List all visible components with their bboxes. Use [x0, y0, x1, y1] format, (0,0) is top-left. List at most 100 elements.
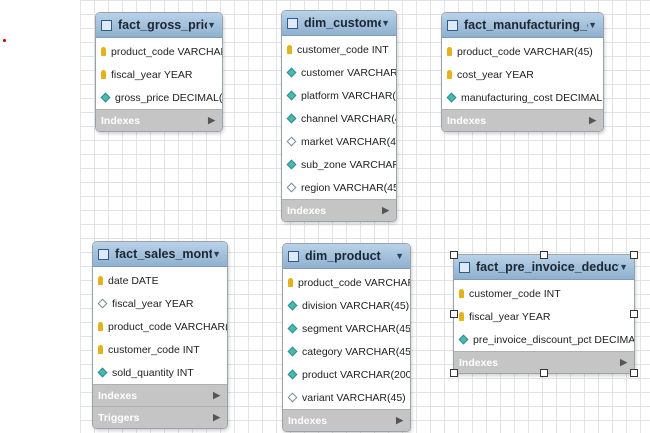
- column-label: market VARCHAR(45): [301, 135, 397, 148]
- column-row[interactable]: category VARCHAR(45): [283, 340, 410, 363]
- column-row[interactable]: market VARCHAR(45): [282, 130, 396, 153]
- column-row[interactable]: channel VARCHAR(45): [282, 107, 396, 130]
- collapse-arrow-icon[interactable]: ▼: [619, 262, 628, 272]
- table-header[interactable]: dim_customer▼: [282, 11, 396, 36]
- table-title: fact_gross_price: [118, 18, 207, 32]
- expand-arrow-icon[interactable]: ▶: [589, 115, 596, 125]
- column-label: manufacturing_cost DECIMAL(15,4): [461, 91, 603, 104]
- column-row[interactable]: sold_quantity INT: [93, 361, 227, 384]
- column-row[interactable]: division VARCHAR(45): [283, 294, 410, 317]
- column-row[interactable]: product_code VARCHAR(45): [442, 40, 603, 63]
- column-label: product_code VARCHAR(45): [298, 276, 410, 289]
- table-header[interactable]: fact_pre_invoice_deductions▼: [454, 255, 634, 280]
- table-title: dim_customer: [304, 16, 382, 30]
- column-label: segment VARCHAR(45): [302, 322, 411, 335]
- column-row[interactable]: cost_year YEAR: [442, 63, 603, 86]
- table-fact-sales-monthly[interactable]: fact_sales_monthly▼date DATEfiscal_year …: [92, 241, 228, 429]
- column-row[interactable]: fiscal_year YEAR: [96, 63, 222, 86]
- table-fact-gross-price[interactable]: fact_gross_price▼product_code VARCHAR(45…: [95, 12, 223, 132]
- primary-key-icon: [98, 276, 103, 285]
- table-dim-product[interactable]: dim_product▼ product_code VARCHAR(45) divi…: [282, 243, 411, 432]
- primary-key-icon: [98, 322, 103, 331]
- section-indexes[interactable]: Indexes▶: [93, 384, 227, 406]
- expand-arrow-icon[interactable]: ▶: [213, 390, 220, 400]
- not-null-column-icon: [286, 113, 297, 124]
- section-triggers[interactable]: Triggers▶: [93, 406, 227, 428]
- not-null-column-icon: [287, 346, 298, 357]
- section-indexes[interactable]: Indexes ▶: [282, 199, 396, 221]
- column-row[interactable]: customer_code INT: [93, 338, 227, 361]
- collapse-arrow-icon[interactable]: ▼: [381, 18, 390, 28]
- column-label: customer_code INT: [469, 287, 561, 300]
- nullable-column-icon: [287, 392, 298, 403]
- table-icon: [98, 248, 109, 260]
- column-label: fiscal_year YEAR: [111, 68, 193, 81]
- column-row[interactable]: customer_code INT: [282, 38, 396, 61]
- table-header[interactable]: fact_gross_price▼: [96, 13, 222, 38]
- table-title: fact_sales_monthly: [115, 247, 213, 261]
- section-indexes[interactable]: Indexes ▶: [283, 409, 410, 431]
- column-row[interactable]: pre_invoice_discount_pct DECIMAL(5,4): [454, 328, 634, 351]
- not-null-column-icon: [446, 92, 457, 103]
- column-row[interactable]: customer VARCHAR(150): [282, 61, 396, 84]
- resize-handle[interactable]: [540, 369, 548, 377]
- resize-handle[interactable]: [630, 251, 638, 259]
- resize-handle[interactable]: [630, 310, 638, 318]
- column-row[interactable]: customer_code INT: [454, 282, 634, 305]
- column-label: date DATE: [108, 274, 159, 287]
- collapse-arrow-icon[interactable]: ▼: [588, 20, 597, 30]
- column-row[interactable]: segment VARCHAR(45): [283, 317, 410, 340]
- column-row[interactable]: date DATE: [93, 269, 227, 292]
- expand-arrow-icon[interactable]: ▶: [208, 115, 215, 125]
- column-row[interactable]: variant VARCHAR(45): [283, 386, 410, 409]
- collapse-arrow-icon[interactable]: ▼: [395, 251, 404, 261]
- column-list: product_code VARCHAR(45) cost_year YEAR ma…: [442, 38, 603, 109]
- column-label: sub_zone VARCHAR(45): [301, 158, 396, 171]
- primary-key-icon: [101, 47, 106, 56]
- primary-key-icon: [287, 45, 292, 54]
- expand-arrow-icon[interactable]: ▶: [382, 205, 389, 215]
- column-label: product_code VARCHAR(45): [457, 45, 593, 58]
- column-list: product_code VARCHAR(45) fiscal_year YEAR…: [96, 38, 222, 109]
- nullable-column-icon: [286, 136, 297, 147]
- not-null-column-icon: [287, 300, 298, 311]
- column-row[interactable]: region VARCHAR(45): [282, 176, 396, 199]
- column-row[interactable]: product VARCHAR(200): [283, 363, 410, 386]
- section-indexes[interactable]: Indexes▶: [96, 109, 222, 131]
- column-row[interactable]: sub_zone VARCHAR(45): [282, 153, 396, 176]
- table-header[interactable]: fact_sales_monthly▼: [93, 242, 227, 267]
- section-indexes[interactable]: Indexes ▶: [454, 351, 634, 373]
- table-header[interactable]: fact_manufacturing_cost▼: [442, 13, 603, 38]
- expand-arrow-icon[interactable]: ▶: [213, 412, 220, 422]
- column-row[interactable]: platform VARCHAR(45): [282, 84, 396, 107]
- resize-handle[interactable]: [540, 251, 548, 259]
- not-null-column-icon: [458, 334, 469, 345]
- section-label: Indexes: [459, 356, 499, 369]
- column-row[interactable]: product_code VARCHAR(45): [96, 40, 222, 63]
- expand-arrow-icon[interactable]: ▶: [396, 415, 403, 425]
- column-row[interactable]: product_code VARCHAR(45): [283, 271, 410, 294]
- collapse-arrow-icon[interactable]: ▼: [207, 20, 216, 30]
- column-row[interactable]: product_code VARCHAR(45): [93, 315, 227, 338]
- column-label: customer VARCHAR(150): [301, 66, 397, 79]
- column-row[interactable]: fiscal_year YEAR: [93, 292, 227, 315]
- collapse-arrow-icon[interactable]: ▼: [212, 249, 221, 259]
- section-label: Indexes: [288, 414, 328, 427]
- table-header[interactable]: dim_product▼: [283, 244, 410, 269]
- section-label: Indexes: [287, 204, 327, 217]
- column-row[interactable]: manufacturing_cost DECIMAL(15,4): [442, 86, 603, 109]
- resize-handle[interactable]: [450, 251, 458, 259]
- table-title: fact_manufacturing_cost: [464, 18, 588, 32]
- section-indexes[interactable]: Indexes▶: [442, 109, 603, 131]
- resize-handle[interactable]: [630, 369, 638, 377]
- column-row[interactable]: gross_price DECIMAL(15,4): [96, 86, 222, 109]
- resize-handle[interactable]: [450, 369, 458, 377]
- expand-arrow-icon[interactable]: ▶: [620, 357, 627, 367]
- column-row[interactable]: fiscal_year YEAR: [454, 305, 634, 328]
- column-label: sold_quantity INT: [112, 366, 194, 379]
- table-fact-pre-invoice-deductions[interactable]: fact_pre_invoice_deductions▼ customer_cod…: [453, 254, 635, 374]
- table-icon: [459, 261, 470, 273]
- resize-handle[interactable]: [450, 310, 458, 318]
- table-fact-manufacturing-cost[interactable]: fact_manufacturing_cost▼product_code VAR…: [441, 12, 604, 132]
